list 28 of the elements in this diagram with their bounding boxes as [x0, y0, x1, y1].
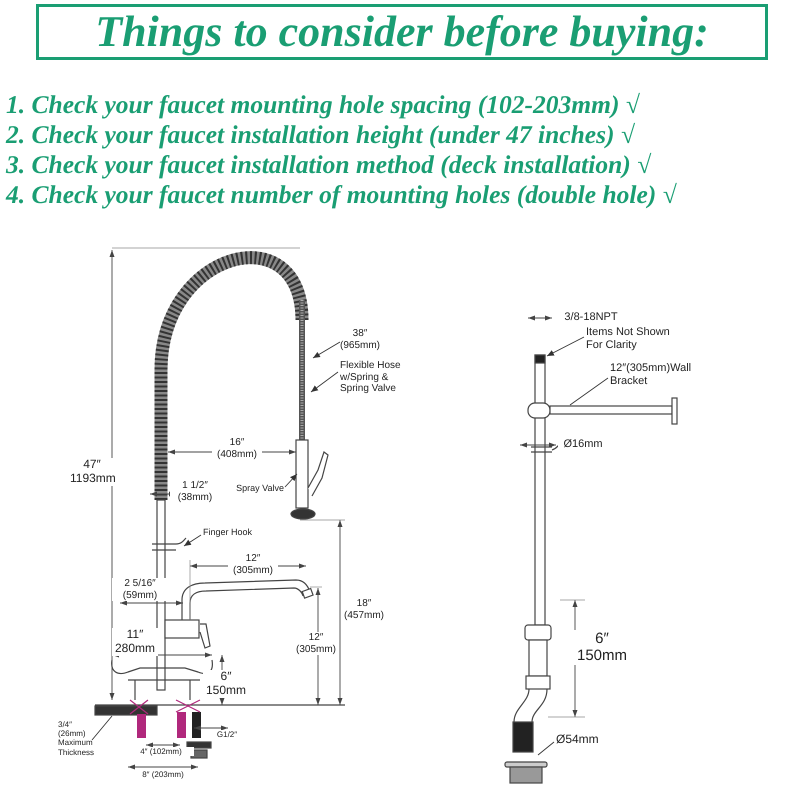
- callout-label: Flexible Hose w/Spring & Spring Valve: [340, 360, 420, 394]
- title-banner: Things to consider before buying:: [36, 4, 768, 60]
- dimension-label: 18″ (457mm): [342, 598, 386, 621]
- checklist-item: 1. Check your faucet mounting hole spacing (102-203mm) √: [6, 90, 640, 120]
- callout-label: Finger Hook: [203, 527, 259, 538]
- callout-label: Items Not Shown For Clarity: [586, 326, 676, 352]
- leader-line: [538, 742, 554, 756]
- leader-line: [546, 336, 584, 356]
- callout-label: Ø54mm: [556, 733, 606, 747]
- dimension-label: 11″ 280mm: [112, 628, 158, 656]
- checklist-item: 3. Check your faucet installation method (deck installation) √: [6, 150, 652, 180]
- callout-label: 38″ (965mm): [338, 328, 382, 351]
- leader-line: [184, 534, 202, 546]
- checklist-item: 2. Check your faucet installation height (under 47 inches) √: [6, 120, 635, 150]
- dimension-label: 16″ (408mm): [212, 437, 262, 460]
- dimension-label: 12″ (305mm): [228, 553, 278, 576]
- leader-line: [92, 716, 112, 740]
- leader-line: [570, 378, 608, 406]
- dimension-label: 2 5/16″ (59mm): [112, 578, 168, 601]
- leader-line: [312, 342, 340, 358]
- leader-line: [284, 474, 298, 488]
- callout-label: Spray Valve: [228, 483, 284, 494]
- dimension-label: 12″ (305mm): [296, 632, 336, 655]
- leader-line: [310, 372, 338, 392]
- callout-label: 3/4″ (26mm) Maximum Thickness: [58, 720, 100, 757]
- checklist-item: 4. Check your faucet number of mounting holes (double hole) √: [6, 180, 677, 210]
- dimension-label: 47″ 1193mm: [70, 458, 114, 486]
- callout-label: 12″(305mm)Wall Bracket: [610, 362, 710, 388]
